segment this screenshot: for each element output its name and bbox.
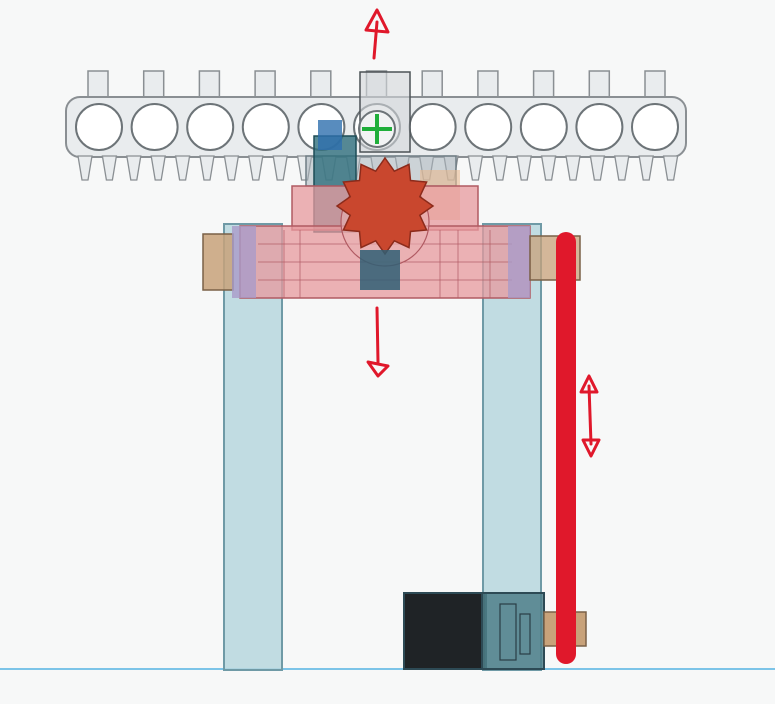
servo-motor [403, 592, 587, 670]
gear-shaft-block [360, 250, 400, 290]
rack-tooth [77, 155, 93, 181]
up-arrow-icon [364, 8, 390, 60]
rack-tooth [174, 155, 191, 181]
rack-nub [198, 70, 221, 100]
rack-tooth [199, 155, 215, 181]
rack-tooth [248, 155, 264, 181]
down-arrow-icon [366, 306, 390, 378]
rack-nub [254, 70, 276, 100]
rack-tooth [223, 155, 240, 181]
rack-hole [130, 103, 179, 151]
rack-nub [87, 70, 109, 100]
rack-nub [644, 70, 666, 100]
rack-hole [408, 103, 457, 151]
rack-hole [241, 103, 290, 151]
right-bracket [508, 226, 530, 298]
rack-hole [631, 103, 679, 151]
rack-tooth [614, 155, 630, 181]
rack-hole [464, 103, 513, 151]
rack-tooth [492, 155, 508, 181]
rack-tooth [662, 155, 679, 181]
rack-hole [75, 103, 123, 151]
rack-nub [532, 70, 555, 100]
rack-hole [575, 103, 624, 151]
rack-nub [588, 70, 611, 100]
servo-body [403, 592, 487, 670]
rack-hole [186, 103, 235, 151]
rack-tooth [589, 155, 606, 181]
left-bracket [232, 226, 256, 298]
rack-tooth [638, 155, 654, 181]
rack-nub [310, 70, 332, 100]
double-arrow-icon [579, 374, 601, 458]
crosshair-icon [358, 110, 396, 148]
rack-tooth [540, 155, 557, 181]
rack-tooth [101, 155, 118, 181]
rack-nub [142, 70, 165, 100]
rack-tooth [272, 155, 288, 181]
rack-tooth [150, 155, 166, 181]
servo-mount [481, 592, 545, 670]
rack-tooth [467, 155, 484, 181]
rack-nub [477, 70, 499, 100]
servo-tab [318, 120, 342, 150]
pinion-gear [335, 156, 435, 290]
rack-nub [421, 70, 443, 100]
rack-tooth [126, 155, 142, 181]
rack-tooth [516, 155, 532, 181]
left-axle [202, 233, 234, 291]
rack-tooth [565, 155, 581, 181]
rack-hole [519, 103, 568, 151]
